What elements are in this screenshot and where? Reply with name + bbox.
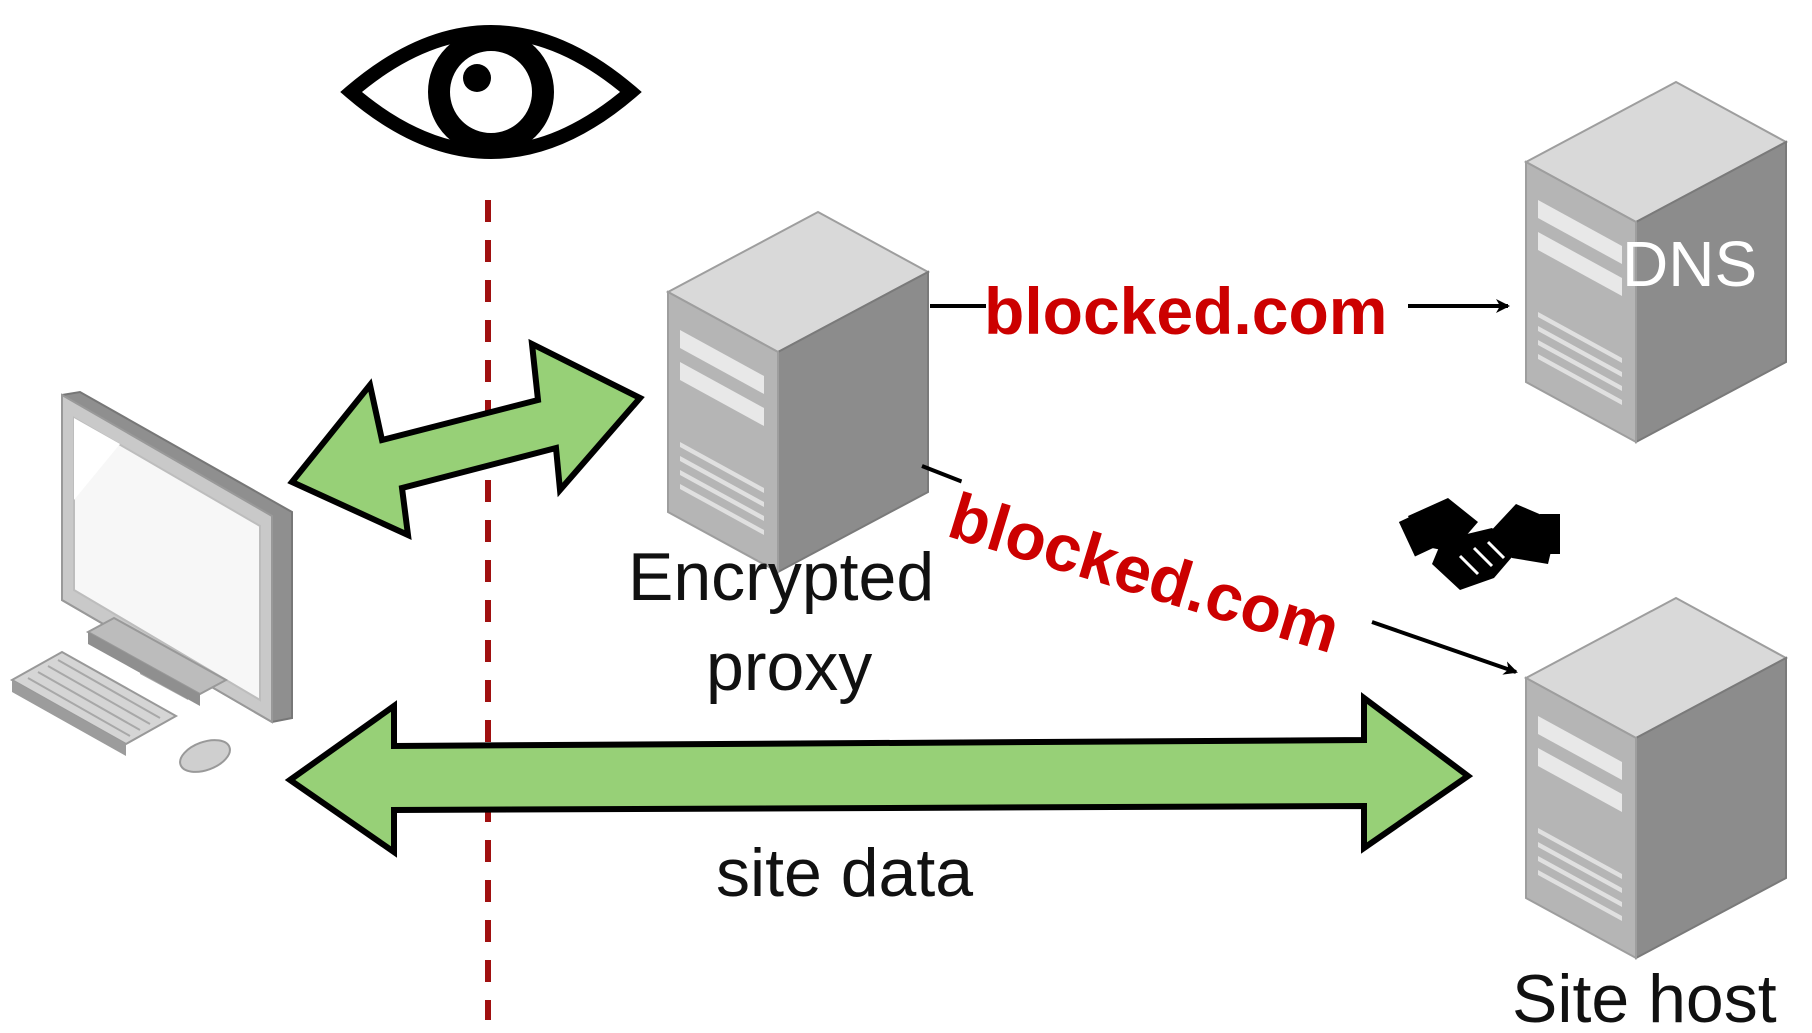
sni-query-label-bg bbox=[939, 476, 1375, 679]
proxy-server-icon bbox=[667, 211, 929, 573]
site-host-label: Site host bbox=[1512, 961, 1777, 1033]
dns-label: DNS bbox=[1622, 228, 1757, 300]
sni-query-line-left bbox=[921, 464, 969, 486]
proxy-label-line1: Encrypted bbox=[628, 539, 934, 615]
dns-query-label: blocked.com bbox=[984, 274, 1387, 348]
site-host-server-icon bbox=[1525, 597, 1787, 959]
client-proxy-double-arrow bbox=[287, 338, 645, 540]
proxy-label-line2: proxy bbox=[706, 629, 872, 705]
site-data-label: site data bbox=[716, 835, 973, 911]
handshake-icon bbox=[1398, 498, 1560, 590]
sni-query-label: blocked.com bbox=[941, 478, 1348, 667]
desktop-computer-icon bbox=[9, 390, 293, 773]
site-data-double-arrow bbox=[284, 692, 1474, 858]
sni-query-arrow bbox=[1371, 620, 1518, 675]
dns-query-label-bg bbox=[986, 270, 1408, 350]
eye-icon bbox=[340, 25, 642, 159]
